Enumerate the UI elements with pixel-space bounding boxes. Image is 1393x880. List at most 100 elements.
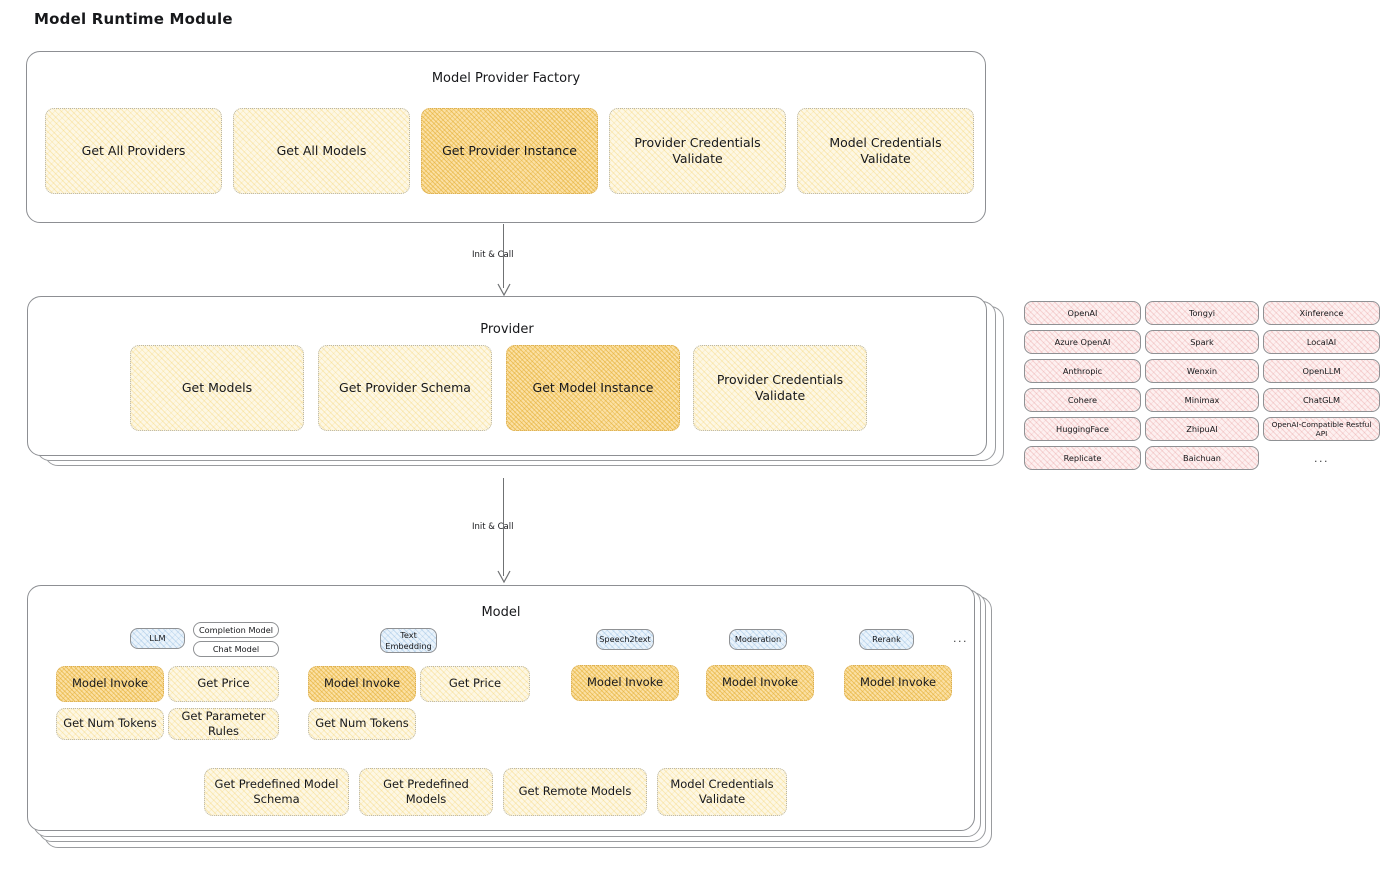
- card-label: Get All Models: [276, 142, 367, 158]
- model-subtype-chat-model[interactable]: Chat Model: [193, 641, 279, 657]
- pill-label: Chat Model: [212, 643, 260, 654]
- connector-provider-to-model: Init & Call: [472, 478, 514, 584]
- provider-chip-localai[interactable]: LocalAI: [1263, 330, 1380, 354]
- card-label: Get Num Tokens: [315, 716, 409, 731]
- provider-chip-replicate[interactable]: Replicate: [1024, 446, 1141, 470]
- arrow-head-icon: [497, 283, 511, 297]
- op-rerank-model-invoke[interactable]: Model Invoke: [844, 665, 952, 701]
- provider-chip-openai-compatible-restful-api[interactable]: OpenAI-Compatible Restful API: [1263, 417, 1380, 441]
- card-get-models[interactable]: Get Models: [130, 345, 304, 431]
- model-types-more-ellipsis: ...: [953, 632, 968, 645]
- chip-label: Cohere: [1067, 395, 1098, 405]
- model-provider-factory-title: Model Provider Factory: [431, 71, 581, 86]
- card-label: Get Predefined Models: [383, 776, 469, 806]
- card-label: Get Price: [197, 676, 250, 691]
- model-type-moderation[interactable]: Moderation: [729, 629, 787, 650]
- model-title: Model: [481, 605, 521, 620]
- provider-title: Provider: [480, 322, 534, 337]
- card-label: Model Invoke: [721, 675, 799, 690]
- provider-chip-tongyi[interactable]: Tongyi: [1145, 301, 1259, 325]
- model-type-llm[interactable]: LLM: [130, 628, 185, 649]
- provider-chip-anthropic[interactable]: Anthropic: [1024, 359, 1141, 383]
- provider-chip-spark[interactable]: Spark: [1145, 330, 1259, 354]
- chip-label: Minimax: [1184, 395, 1220, 405]
- page-title: Model Runtime Module: [34, 10, 233, 28]
- card-label: Model Invoke: [586, 675, 664, 690]
- chip-label: LocalAI: [1306, 337, 1337, 347]
- card-model-credentials-validate[interactable]: Model Credentials Validate: [797, 108, 974, 194]
- chip-label: OpenAI: [1067, 308, 1098, 318]
- card-label: Model Invoke: [859, 675, 937, 690]
- op-text-embedding-get-price[interactable]: Get Price: [420, 666, 530, 702]
- provider-chip-cohere[interactable]: Cohere: [1024, 388, 1141, 412]
- chip-label: Baichuan: [1183, 453, 1221, 463]
- chip-label: ChatGLM: [1302, 395, 1341, 405]
- provider-panel: Provider Get Models Get Provider Schema …: [27, 296, 987, 456]
- card-get-model-instance[interactable]: Get Model Instance: [506, 345, 680, 431]
- model-subtype-completion-model[interactable]: Completion Model: [193, 622, 279, 638]
- pill-label: LLM: [149, 633, 166, 644]
- chip-label: Spark: [1190, 337, 1214, 347]
- card-label: Provider Credentials Validate: [634, 134, 761, 167]
- shared-op-get-predefined-models[interactable]: Get Predefined Models: [359, 768, 493, 816]
- connector-label: Init & Call: [472, 522, 514, 532]
- op-moderation-model-invoke[interactable]: Model Invoke: [706, 665, 814, 701]
- op-llm-get-price[interactable]: Get Price: [168, 666, 279, 702]
- provider-chip-minimax[interactable]: Minimax: [1145, 388, 1259, 412]
- provider-chip-zhipuai[interactable]: ZhipuAI: [1145, 417, 1259, 441]
- provider-chip-wenxin[interactable]: Wenxin: [1145, 359, 1259, 383]
- card-get-provider-schema[interactable]: Get Provider Schema: [318, 345, 492, 431]
- provider-chip-xinference[interactable]: Xinference: [1263, 301, 1380, 325]
- model-panel: Model LLM Completion Model Chat Model Mo…: [27, 585, 975, 831]
- shared-op-model-credentials-validate[interactable]: Model Credentials Validate: [657, 768, 787, 816]
- card-label: Model Credentials Validate: [829, 134, 942, 167]
- op-llm-model-invoke[interactable]: Model Invoke: [56, 666, 164, 702]
- pill-label: Text Embedding: [385, 630, 432, 651]
- model-type-speech2text[interactable]: Speech2text: [596, 629, 654, 650]
- provider-chip-azure-openai[interactable]: Azure OpenAI: [1024, 330, 1141, 354]
- card-label: Get Provider Instance: [442, 142, 577, 158]
- chip-label: Tongyi: [1188, 308, 1216, 318]
- op-llm-get-num-tokens[interactable]: Get Num Tokens: [56, 708, 164, 740]
- provider-chip-openai[interactable]: OpenAI: [1024, 301, 1141, 325]
- chip-label: ZhipuAI: [1186, 424, 1218, 434]
- card-get-all-models[interactable]: Get All Models: [233, 108, 410, 194]
- card-label: Get Num Tokens: [63, 716, 157, 731]
- shared-op-get-remote-models[interactable]: Get Remote Models: [503, 768, 647, 816]
- card-get-all-providers[interactable]: Get All Providers: [45, 108, 222, 194]
- model-provider-factory-panel: Model Provider Factory Get All Providers…: [26, 51, 986, 223]
- card-provider-credentials-validate-2[interactable]: Provider Credentials Validate: [693, 345, 867, 431]
- chip-label: Replicate: [1063, 453, 1102, 463]
- model-type-rerank[interactable]: Rerank: [859, 629, 914, 650]
- provider-chip-openllm[interactable]: OpenLLM: [1263, 359, 1380, 383]
- card-provider-credentials-validate[interactable]: Provider Credentials Validate: [609, 108, 786, 194]
- shared-op-get-predefined-model-schema[interactable]: Get Predefined Model Schema: [204, 768, 349, 816]
- connector-line: [503, 478, 505, 576]
- card-label: Provider Credentials Validate: [716, 371, 844, 404]
- provider-list: OpenAI Azure OpenAI Anthropic Cohere Hug…: [1024, 300, 1380, 476]
- arrow-head-icon: [497, 570, 511, 584]
- card-label: Get Provider Schema: [339, 379, 471, 395]
- card-label: Get Model Instance: [532, 379, 654, 395]
- op-llm-get-parameter-rules[interactable]: Get Parameter Rules: [168, 708, 279, 740]
- card-label: Model Credentials Validate: [670, 776, 774, 806]
- chip-label: OpenLLM: [1302, 366, 1341, 376]
- provider-chip-huggingface[interactable]: HuggingFace: [1024, 417, 1141, 441]
- card-get-provider-instance[interactable]: Get Provider Instance: [421, 108, 598, 194]
- card-label: Get Models: [181, 379, 253, 395]
- connector-factory-to-provider: Init & Call: [472, 224, 514, 297]
- provider-chip-chatglm[interactable]: ChatGLM: [1263, 388, 1380, 412]
- pill-label: Rerank: [872, 634, 901, 645]
- pill-label: Speech2text: [599, 634, 651, 645]
- chip-label: Azure OpenAI: [1054, 337, 1111, 347]
- op-speech2text-model-invoke[interactable]: Model Invoke: [571, 665, 679, 701]
- provider-chip-baichuan[interactable]: Baichuan: [1145, 446, 1259, 470]
- op-text-embedding-model-invoke[interactable]: Model Invoke: [308, 666, 416, 702]
- card-label: Get All Providers: [81, 142, 186, 158]
- op-text-embedding-get-num-tokens[interactable]: Get Num Tokens: [308, 708, 416, 740]
- card-label: Model Invoke: [323, 676, 401, 691]
- pill-label: Moderation: [734, 634, 782, 645]
- card-label: Get Remote Models: [518, 784, 632, 799]
- model-type-text-embedding[interactable]: Text Embedding: [380, 628, 437, 653]
- connector-label: Init & Call: [472, 250, 514, 260]
